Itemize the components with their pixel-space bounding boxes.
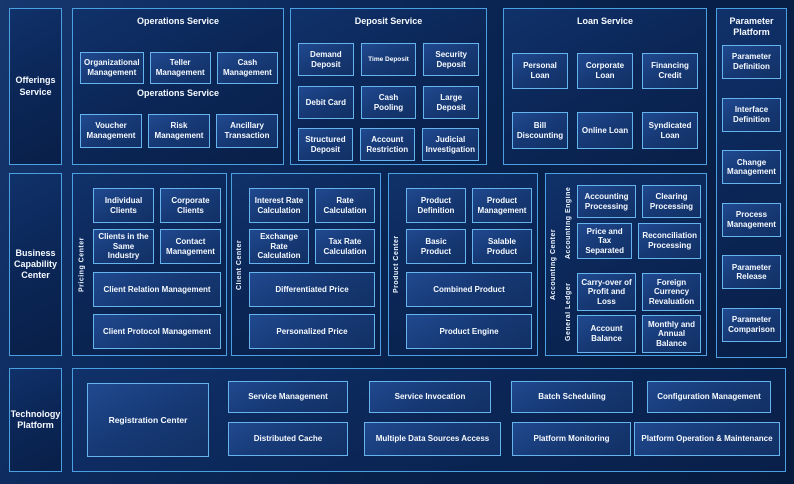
diagram-block: Parameter Definition — [722, 45, 781, 79]
diagram-block: Rate Calculation — [315, 188, 375, 223]
diagram-block: Corporate Clients — [160, 188, 221, 223]
panel-operations-service: Operations Service Organizational Manage… — [72, 8, 284, 165]
rail-technology-platform: Technology Platform — [9, 368, 62, 472]
diagram-block: Registration Center — [87, 383, 209, 457]
diagram-block: Voucher Management — [80, 114, 142, 148]
diagram-block: Online Loan — [577, 112, 633, 149]
diagram-block: Interest Rate Calculation — [249, 188, 309, 223]
diagram-block: Financing Credit — [642, 53, 698, 89]
diagram-block: Change Management — [722, 150, 781, 185]
diagram-block: Service Invocation — [369, 381, 491, 413]
diagram-block: Demand Deposit — [298, 43, 354, 76]
rail-business-capability-center: Business Capability Center — [9, 173, 62, 356]
diagram-block: Judicial Investigation — [421, 128, 479, 161]
panel-product-center: Product Center Product Definition Produc… — [388, 173, 538, 356]
diagram-block: Product Engine — [406, 314, 532, 349]
panel-title: Parameter Platform — [729, 16, 774, 37]
diagram-block: Teller Management — [149, 52, 211, 84]
panel-technology-platform: Registration Center Service Management S… — [72, 368, 786, 472]
panel-accounting-center: Accounting Center Accounting Engine Acco… — [545, 173, 707, 356]
diagram-block: Parameter Release — [722, 255, 781, 290]
diagram-block: Structured Deposit — [298, 128, 353, 161]
diagram-block: Bill Discounting — [512, 112, 568, 149]
diagram-block: Account Restriction — [359, 128, 415, 161]
diagram-block: Corporate Loan — [577, 53, 633, 89]
diagram-block: Clients in the Same Industry — [93, 229, 154, 264]
group-general-ledger: General Ledger Carry-over of Profit and … — [562, 269, 701, 354]
panel-parameter-platform: Parameter Platform Parameter Definition … — [716, 8, 787, 358]
diagram-block: Individual Clients — [93, 188, 154, 223]
diagram-block: Accounting Processing — [577, 185, 636, 218]
diagram-block: Price and Tax Separated — [577, 223, 633, 259]
diagram-block: Platform Monitoring — [512, 422, 631, 456]
diagram-block: Basic Product — [406, 229, 466, 264]
diagram-block: Debit Card — [298, 86, 354, 119]
diagram-block: Service Management — [228, 381, 348, 413]
diagram-block: Cash Pooling — [360, 86, 417, 119]
diagram-block: Combined Product — [406, 272, 532, 307]
diagram-block: Process Management — [722, 202, 781, 237]
diagram-block: Multiple Data Sources Access — [364, 422, 501, 456]
diagram-block: Foreign Currency Revaluation — [642, 273, 701, 311]
diagram-block: Time Deposit — [360, 43, 417, 76]
panel-loan-service: Loan Service Personal Loan Corporate Loa… — [503, 8, 707, 165]
diagram-block: Contact Management — [160, 229, 221, 264]
vertical-label-general-ledger: General Ledger — [565, 282, 572, 341]
diagram-block: Account Balance — [577, 315, 636, 353]
diagram-block: Ancillary Transaction — [216, 114, 278, 148]
group-accounting-engine: Accounting Engine Accounting Processing … — [562, 180, 701, 265]
diagram-block: Personal Loan — [512, 53, 568, 89]
vertical-label-pricing-center: Pricing Center — [78, 237, 86, 292]
diagram-block: Tax Rate Calculation — [315, 229, 375, 264]
diagram-block: Product Management — [472, 188, 532, 223]
panel-subtitle: Operations Service — [136, 88, 220, 98]
diagram-block: Client Protocol Management — [93, 314, 221, 349]
rail-offerings-service: Offerings Service — [9, 8, 62, 165]
diagram-block: Parameter Comparison — [722, 307, 781, 342]
diagram-block: Cash Management — [216, 52, 278, 84]
diagram-block: Carry-over of Profit and Loss — [577, 273, 636, 311]
diagram-block: Risk Management — [148, 114, 210, 148]
diagram-block: Salable Product — [472, 229, 532, 264]
panel-title: Operations Service — [136, 16, 220, 26]
diagram-block: Client Relation Management — [93, 272, 221, 307]
diagram-block: Personalized Price — [249, 314, 375, 349]
diagram-block: Reconciliation Processing — [638, 223, 701, 259]
diagram-block: Clearing Processing — [642, 185, 701, 218]
vertical-label-accounting-engine: Accounting Engine — [565, 186, 572, 259]
diagram-block: Distributed Cache — [228, 422, 348, 456]
panel-deposit-service: Deposit Service Demand Deposit Time Depo… — [290, 8, 487, 165]
diagram-block: Differentiated Price — [249, 272, 375, 307]
vertical-label-product-center: Product Center — [393, 235, 400, 294]
diagram-block: Configuration Management — [647, 381, 771, 413]
diagram-block: Platform Operation & Maintenance — [634, 422, 780, 456]
diagram-block: Product Definition — [406, 188, 466, 223]
diagram-block: Interface Definition — [722, 97, 781, 132]
diagram-block: Security Deposit — [423, 43, 480, 76]
diagram-block: Exchange Rate Calculation — [249, 229, 309, 264]
diagram-block: Organizational Management — [80, 52, 144, 84]
panel-title: Deposit Service — [354, 16, 423, 26]
diagram-block: Batch Scheduling — [511, 381, 633, 413]
vertical-label-accounting-center: Accounting Center — [550, 228, 557, 301]
panel-title: Loan Service — [576, 16, 634, 26]
diagram-block: Syndicated Loan — [642, 112, 698, 149]
vertical-label-client-center: Client Center — [236, 239, 243, 290]
diagram-block: Monthly and Annual Balance — [642, 315, 701, 353]
panel-client-center: Client Center Interest Rate Calculation … — [231, 173, 381, 356]
panel-pricing-center: Pricing Center Individual Clients Corpor… — [72, 173, 227, 356]
diagram-block: Large Deposit — [423, 86, 480, 119]
